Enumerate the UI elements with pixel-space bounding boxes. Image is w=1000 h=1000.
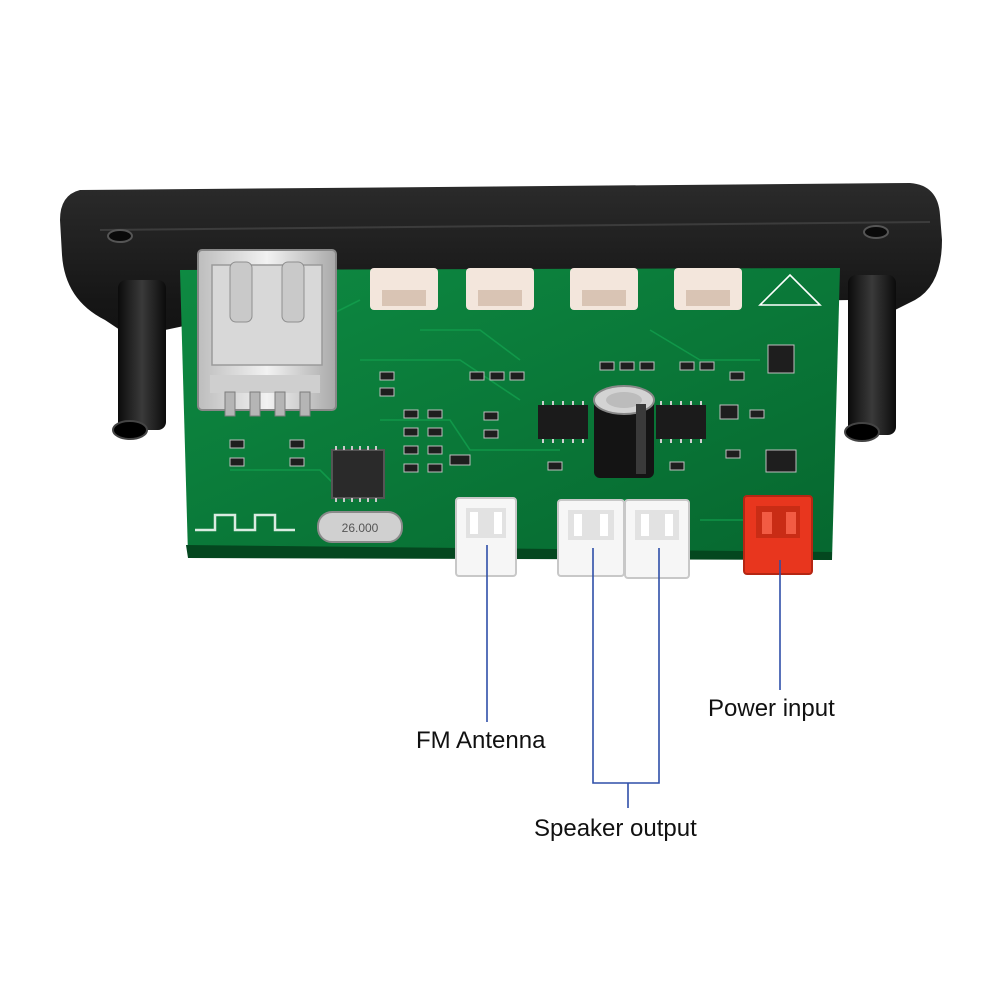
crystal-oscillator: 26.000: [317, 511, 403, 543]
power-input-label: Power input: [708, 695, 835, 722]
speaker-output-connector-left: [557, 499, 625, 577]
usb-socket: [197, 249, 337, 417]
power-input-connector: [743, 495, 813, 575]
electrolytic-capacitor: [593, 385, 655, 478]
speaker-output-connector-right: [624, 499, 690, 579]
amplifier-chips: [538, 401, 706, 443]
speaker-output-label: Speaker output: [534, 815, 697, 842]
bluetooth-chip: [331, 446, 385, 502]
leader-line-speaker: [592, 548, 660, 784]
fm-antenna-connector: [455, 497, 517, 577]
crystal-marking: 26.000: [342, 521, 379, 535]
leader-lines: [486, 545, 781, 808]
silkscreen-triangle: [758, 273, 822, 306]
fm-antenna-label: FM Antenna: [416, 727, 546, 754]
mounting-posts: [112, 275, 896, 442]
front-buttons: [370, 268, 742, 310]
smd-components: [229, 344, 797, 473]
